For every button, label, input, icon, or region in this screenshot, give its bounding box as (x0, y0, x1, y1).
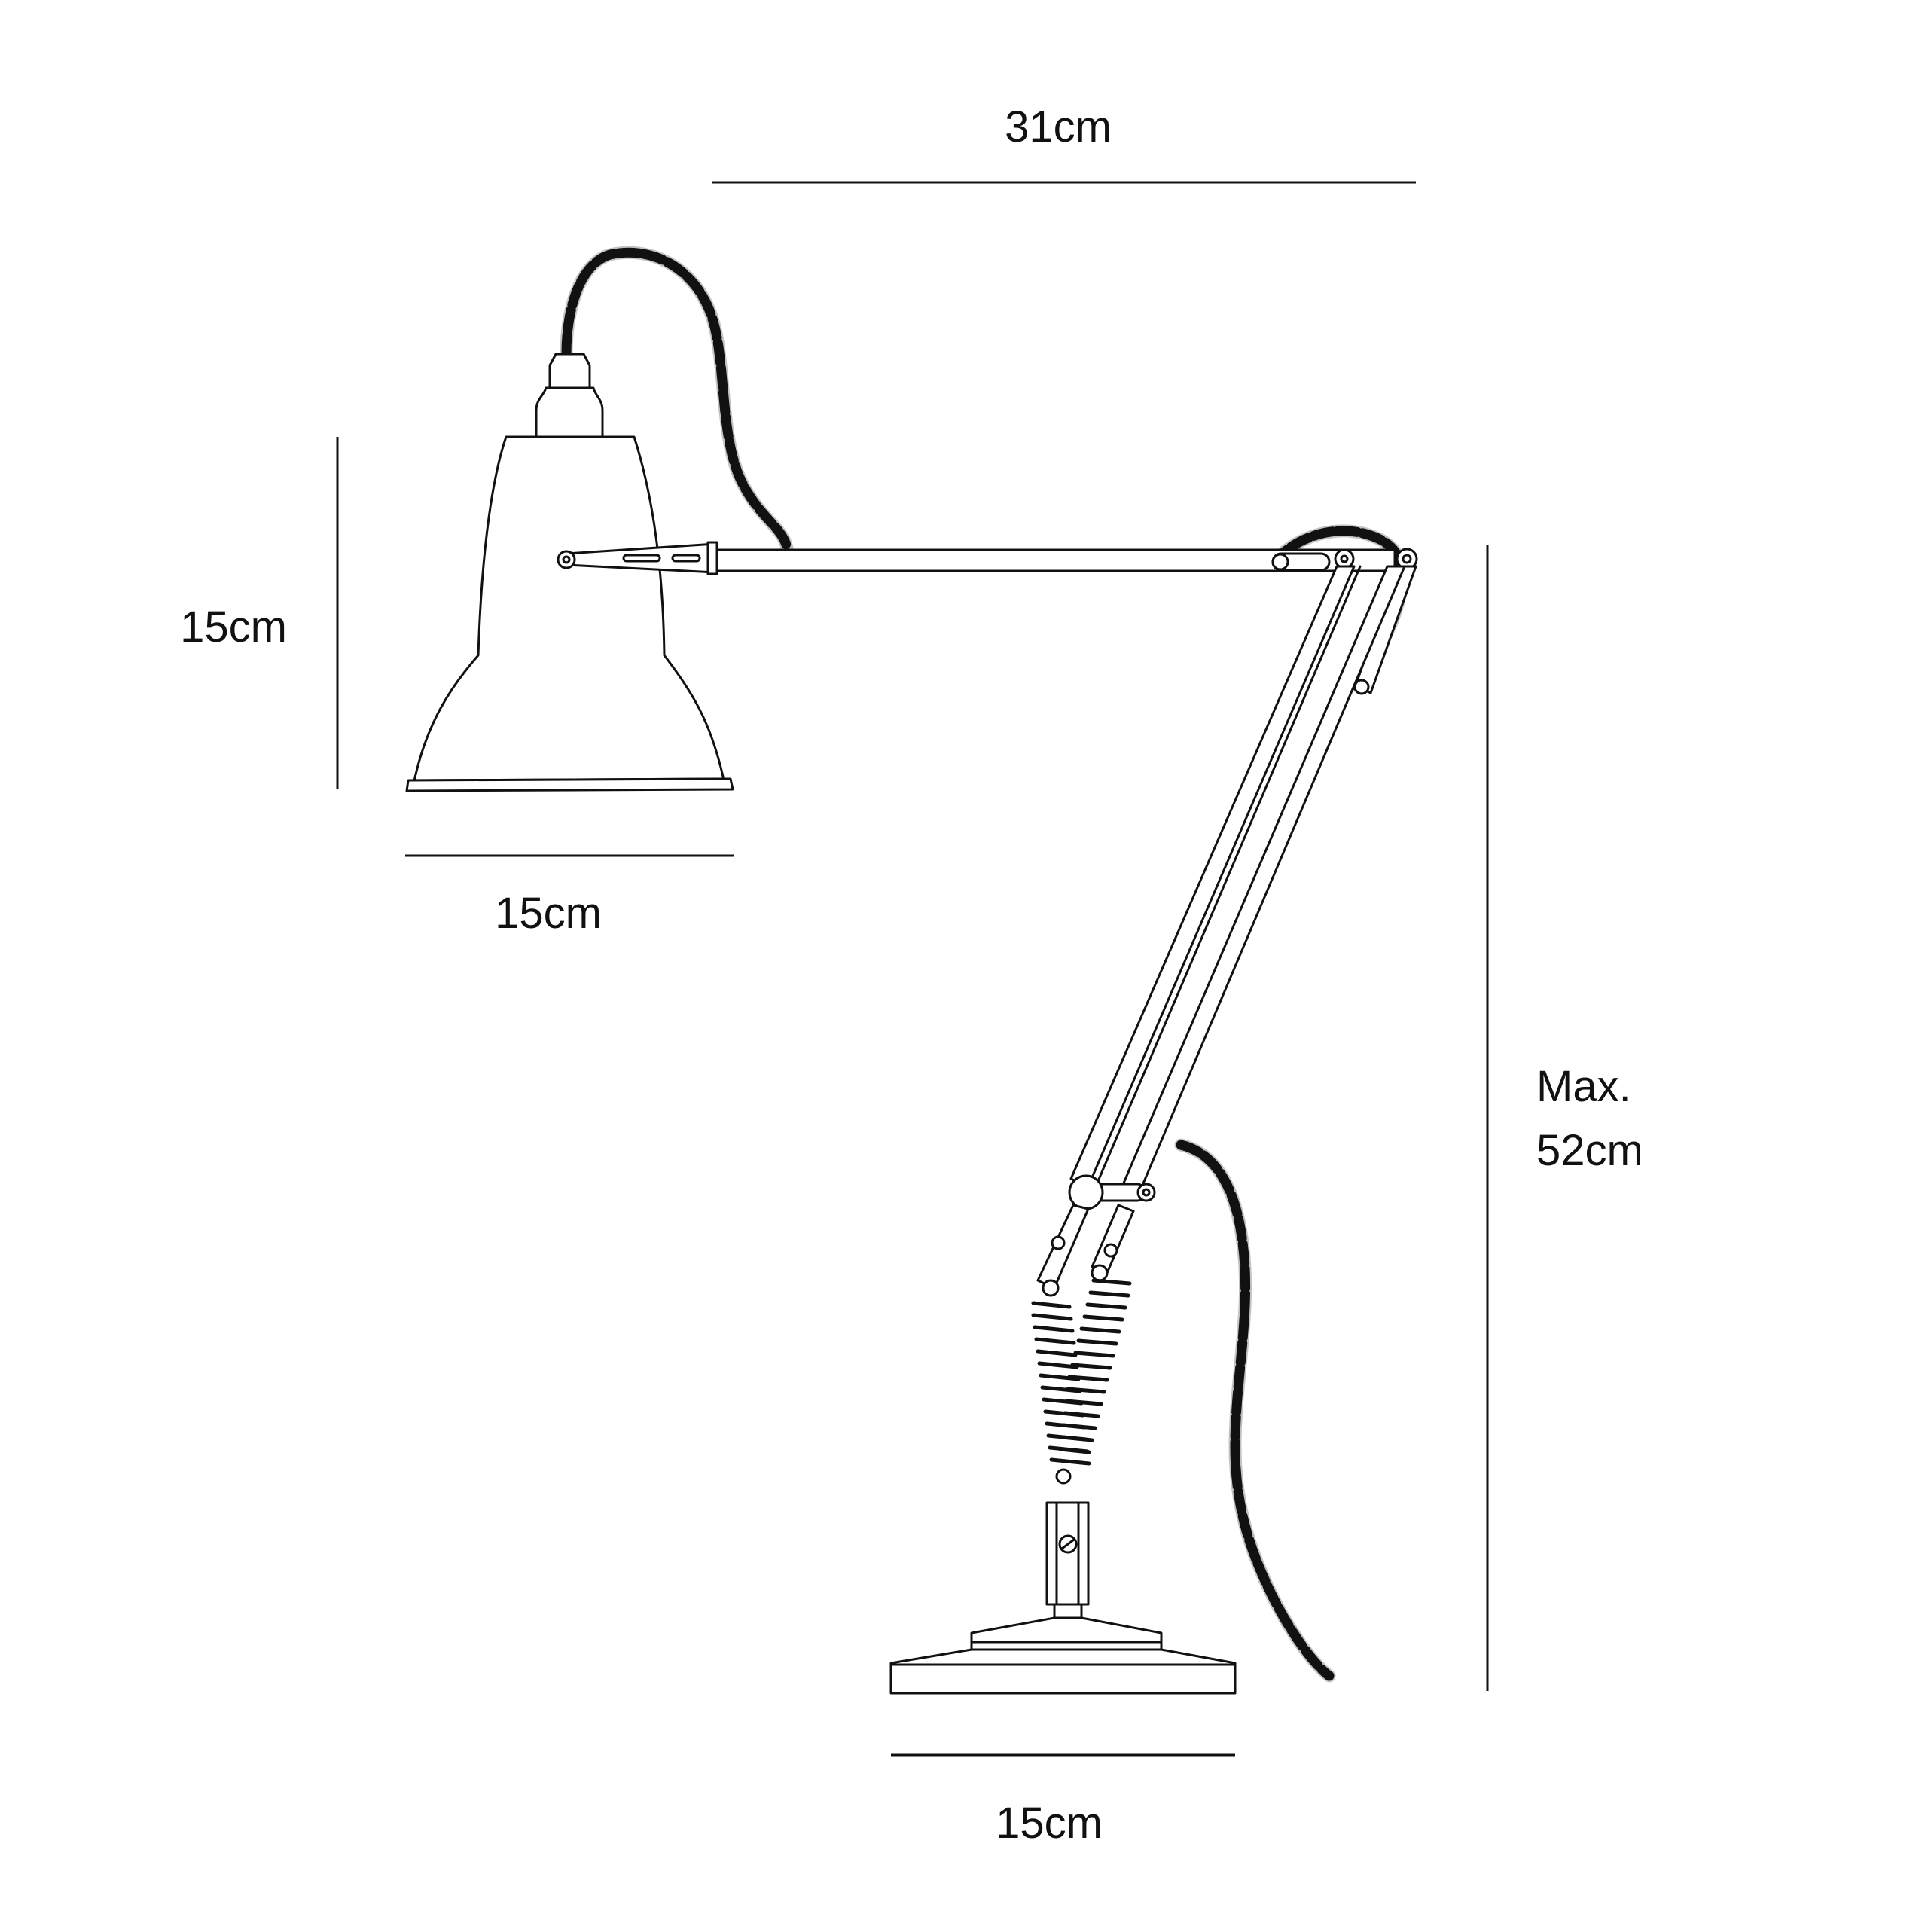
shade-socket-cap (548, 353, 591, 389)
dimension-shade-height: 15cm (180, 437, 339, 789)
cord-top (560, 246, 794, 555)
cord-lower (1174, 1138, 1336, 1683)
dimension-max-height: Max. 52cm (1486, 545, 1643, 1691)
dimension-shade-height-label: 15cm (180, 603, 287, 652)
springs (1031, 1278, 1132, 1485)
lamp-shade (405, 353, 734, 792)
dimension-max-height-label-line2: 52cm (1536, 1126, 1643, 1175)
lamp-column (1045, 1501, 1090, 1621)
spring-right (1058, 1278, 1132, 1454)
shade-rim (405, 777, 734, 792)
lamp-illustration (405, 246, 1418, 1695)
dimension-arm-reach-label: 31cm (1005, 102, 1112, 151)
dimension-shade-width: 15cm (405, 854, 734, 938)
dimension-shade-width-label: 15cm (495, 889, 602, 938)
lamp-base (889, 1616, 1237, 1695)
elbow-joint (1271, 548, 1418, 695)
dimension-max-height-label-line1: Max. (1536, 1062, 1631, 1111)
lower-arm-diagonal (1069, 565, 1406, 1199)
dimension-arm-reach: 31cm (712, 102, 1416, 184)
dimension-base-width: 15cm (891, 1753, 1235, 1848)
upper-arm-horizontal (557, 541, 1396, 575)
shade-body (411, 435, 728, 789)
dimension-base-width-label: 15cm (996, 1799, 1103, 1848)
shade-socket-collar (535, 386, 604, 438)
base-bottom-tier (889, 1648, 1237, 1695)
knuckle-joint (1036, 1174, 1156, 1297)
